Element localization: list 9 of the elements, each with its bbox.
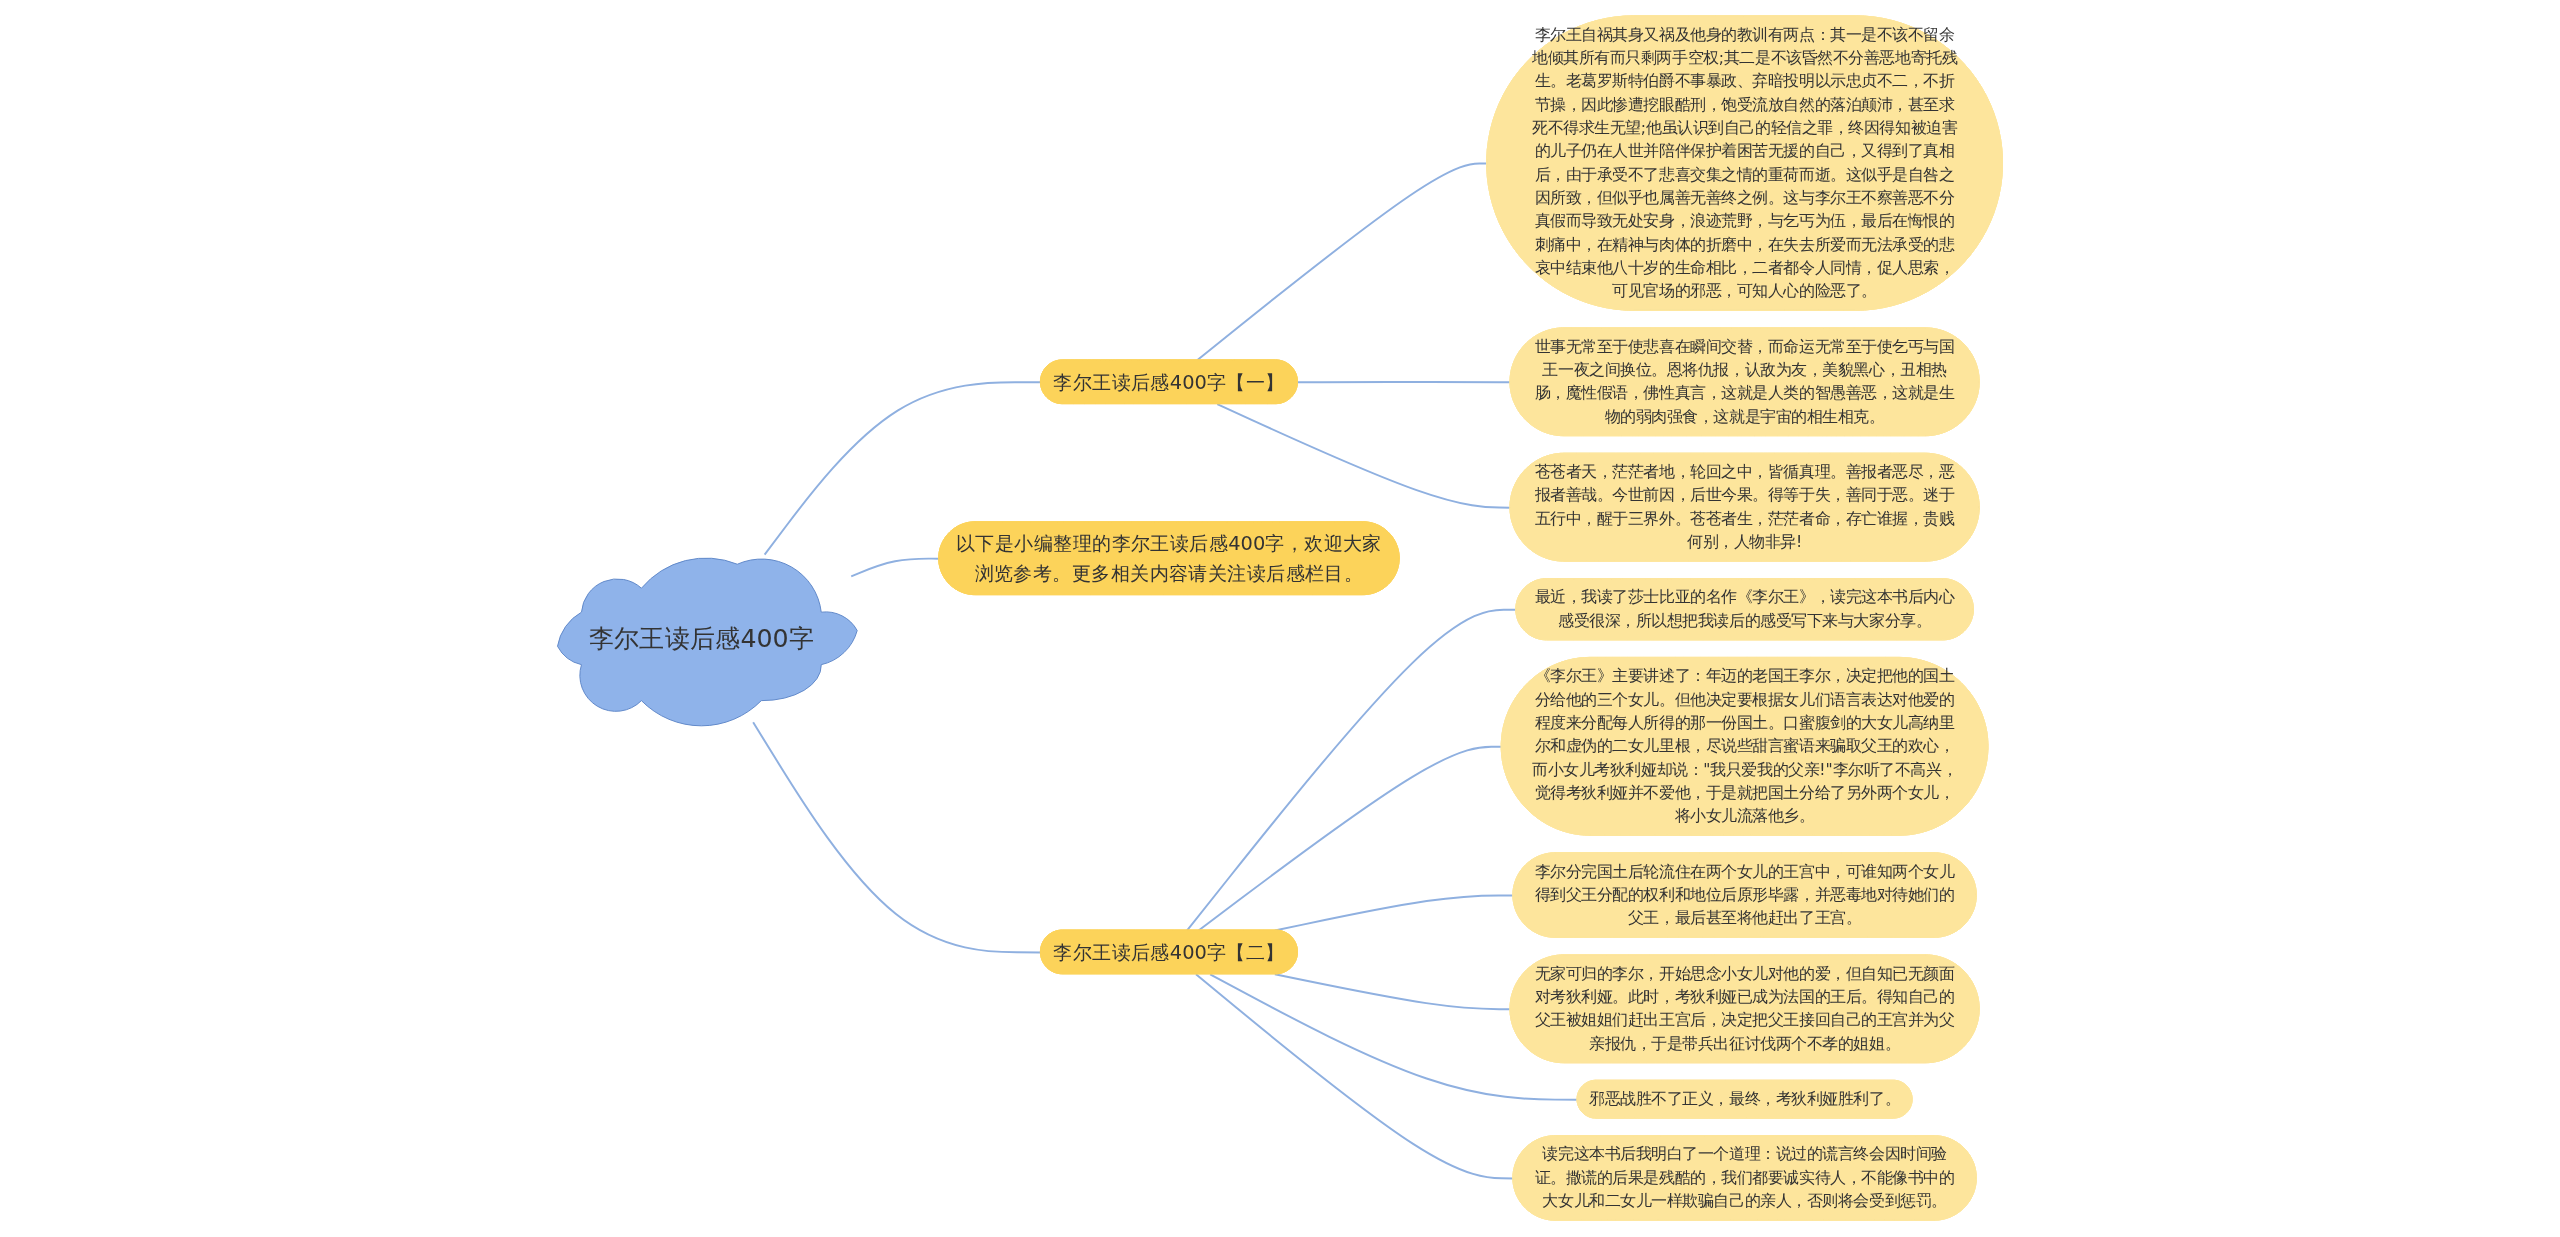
connector <box>1197 745 1503 932</box>
connector <box>752 721 1042 954</box>
connector <box>1185 608 1518 932</box>
connector <box>1297 380 1512 384</box>
connector <box>763 381 1042 556</box>
connector <box>850 557 941 578</box>
connector <box>1209 973 1579 1101</box>
connector <box>1216 403 1512 509</box>
connector <box>1273 973 1512 1011</box>
